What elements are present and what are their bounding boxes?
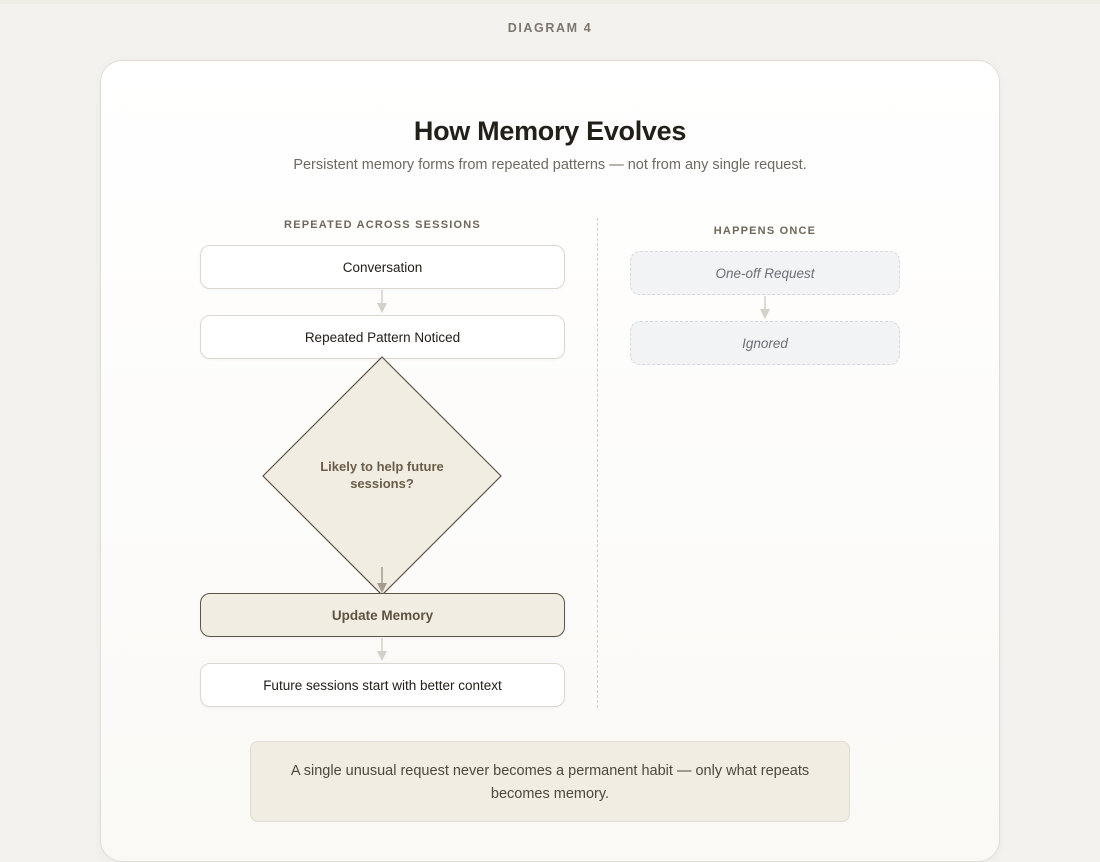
- arrow-decision-to-update: [377, 567, 387, 593]
- right-column-heading: HAPPENS ONCE: [713, 225, 817, 237]
- conversation-node: Conversation: [200, 245, 565, 289]
- footer-note: A single unusual request never becomes a…: [250, 741, 850, 822]
- update-memory-node: Update Memory: [200, 593, 565, 637]
- diagram-label: DIAGRAM 4: [507, 21, 593, 35]
- pattern-node: Repeated Pattern Noticed: [200, 315, 565, 359]
- arrow-update-to-future: [377, 638, 387, 661]
- top-strip: [0, 0, 1100, 4]
- flow-connectors: [262, 290, 770, 661]
- left-column-heading: REPEATED ACROSS SESSIONS: [284, 219, 481, 231]
- column-divider: [597, 218, 598, 708]
- future-sessions-node: Future sessions start with better contex…: [200, 663, 565, 707]
- arrow-conversation-to-pattern: [377, 290, 387, 313]
- arrow-request-to-ignored: [760, 296, 770, 319]
- diagram-subtitle: Persistent memory forms from repeated pa…: [293, 157, 807, 173]
- one-off-request-node: One-off Request: [630, 251, 900, 295]
- ignored-node: Ignored: [630, 321, 900, 365]
- diagram-card: [100, 60, 1000, 862]
- decision-label: Likely to help future sessions?: [320, 459, 444, 491]
- diagram-title: How Memory Evolves: [413, 116, 687, 146]
